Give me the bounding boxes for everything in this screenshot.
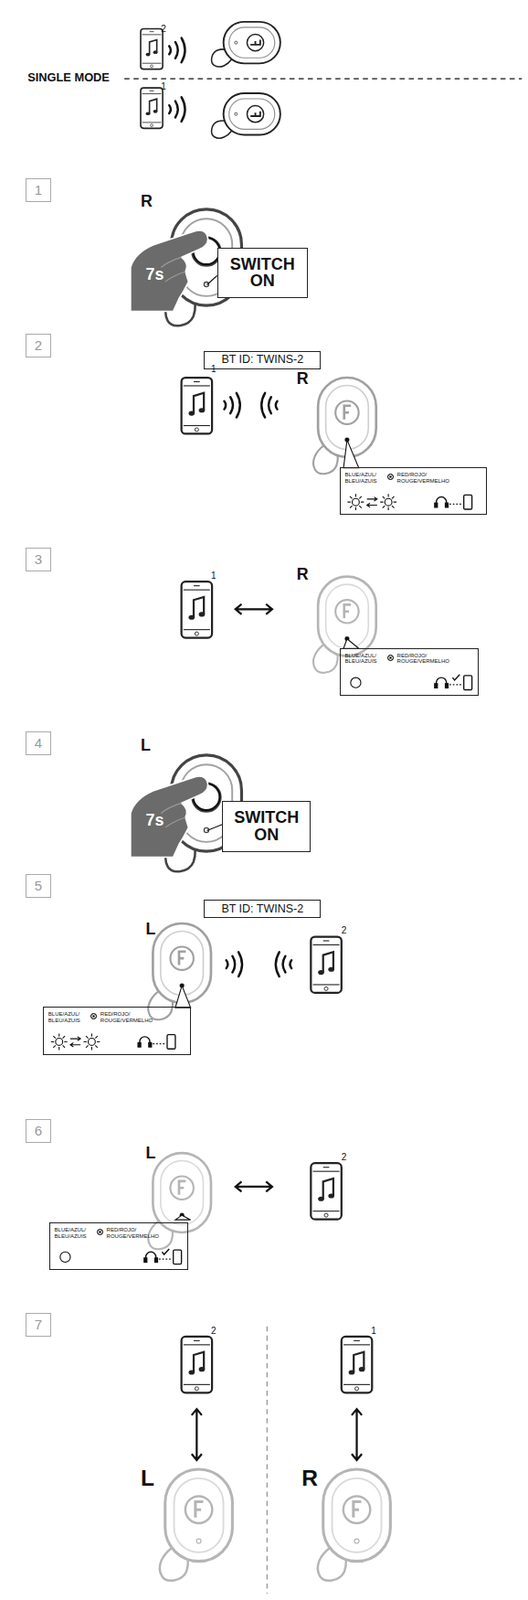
led-blue-label: BLUE/AZUL/ BLEU/AZUIS — [345, 471, 384, 485]
bt-id-text: BT ID: TWINS-2 — [221, 353, 304, 366]
step-number-text: 5 — [34, 877, 43, 893]
led-dot — [387, 473, 394, 480]
led-dot — [387, 654, 394, 661]
device-number: 1 — [370, 1325, 377, 1335]
side-letter: R — [296, 370, 309, 388]
led-blue-label: BLUE/AZUL/ BLEU/AZUIS — [48, 1010, 87, 1024]
led-blue-label: BLUE/AZUL/ BLEU/AZUIS — [345, 652, 384, 666]
side-letter: R — [296, 566, 309, 583]
device-number: 2 — [341, 925, 348, 935]
switch-on-text: SWITCH ON — [229, 808, 304, 844]
device-number: 2 — [211, 1325, 217, 1335]
press-time: 7s — [146, 266, 165, 284]
led-callout: BLUE/AZUL/ BLEU/AZUIS RED/ROJO/ ROUGE/VER… — [339, 466, 488, 515]
led-red-label: RED/ROJO/ ROUGE/VERMELHO — [397, 471, 455, 485]
side-letter: L — [146, 920, 157, 938]
led-red-label: RED/ROJO/ ROUGE/VERMELHO — [397, 652, 455, 666]
step-number-text: 1 — [34, 182, 43, 198]
step-number: 2 — [25, 333, 52, 358]
step-number-text: 6 — [34, 1122, 43, 1138]
step-number: 5 — [25, 873, 52, 898]
step-number: 7 — [25, 1311, 52, 1336]
switch-on-box: SWITCH ON — [221, 800, 311, 852]
step-number: 6 — [25, 1118, 52, 1142]
device-number: 1 — [211, 364, 217, 374]
step-number-text: 2 — [34, 337, 43, 353]
led-callout: BLUE/AZUL/ BLEU/AZUIS RED/ROJO/ ROUGE/VER… — [49, 1221, 190, 1269]
side-letter: L — [146, 1144, 157, 1162]
led-red-label: RED/ROJO/ ROUGE/VERMELHO — [106, 1225, 164, 1239]
mode-title: SINGLE MODE — [27, 72, 110, 85]
step-number-text: 3 — [34, 551, 43, 567]
led-callout: BLUE/AZUL/ BLEU/AZUIS RED/ROJO/ ROUGE/VER… — [339, 647, 480, 696]
side-letter: R — [301, 1466, 318, 1489]
led-blue-label: BLUE/AZUL/ BLEU/AZUIS — [54, 1225, 94, 1239]
step-number-text: 4 — [34, 735, 43, 750]
led-dot — [96, 1227, 104, 1235]
step-number: 4 — [25, 730, 52, 755]
device-number: 1 — [211, 570, 217, 581]
side-letter: L — [140, 737, 151, 754]
step-number: 1 — [25, 178, 52, 202]
device-number: 2 — [341, 1151, 348, 1162]
switch-on-box: SWITCH ON — [217, 247, 308, 298]
step-number: 3 — [25, 547, 52, 571]
step-number-text: 7 — [34, 1316, 43, 1331]
switch-on-text: SWITCH ON — [224, 255, 301, 291]
led-red-label: RED/ROJO/ ROUGE/VERMELHO — [100, 1010, 158, 1024]
device-number: 2 — [160, 24, 167, 34]
device-number: 1 — [160, 82, 167, 92]
led-dot — [90, 1012, 97, 1019]
bt-id-box: BT ID: TWINS-2 — [203, 898, 321, 918]
bt-id-box: BT ID: TWINS-2 — [203, 350, 321, 370]
press-time: 7s — [146, 812, 165, 829]
side-letter: L — [140, 1466, 155, 1489]
side-letter: R — [140, 193, 153, 211]
bt-id-text: BT ID: TWINS-2 — [221, 902, 304, 915]
led-callout: BLUE/AZUL/ BLEU/AZUIS RED/ROJO/ ROUGE/VER… — [42, 1005, 191, 1054]
